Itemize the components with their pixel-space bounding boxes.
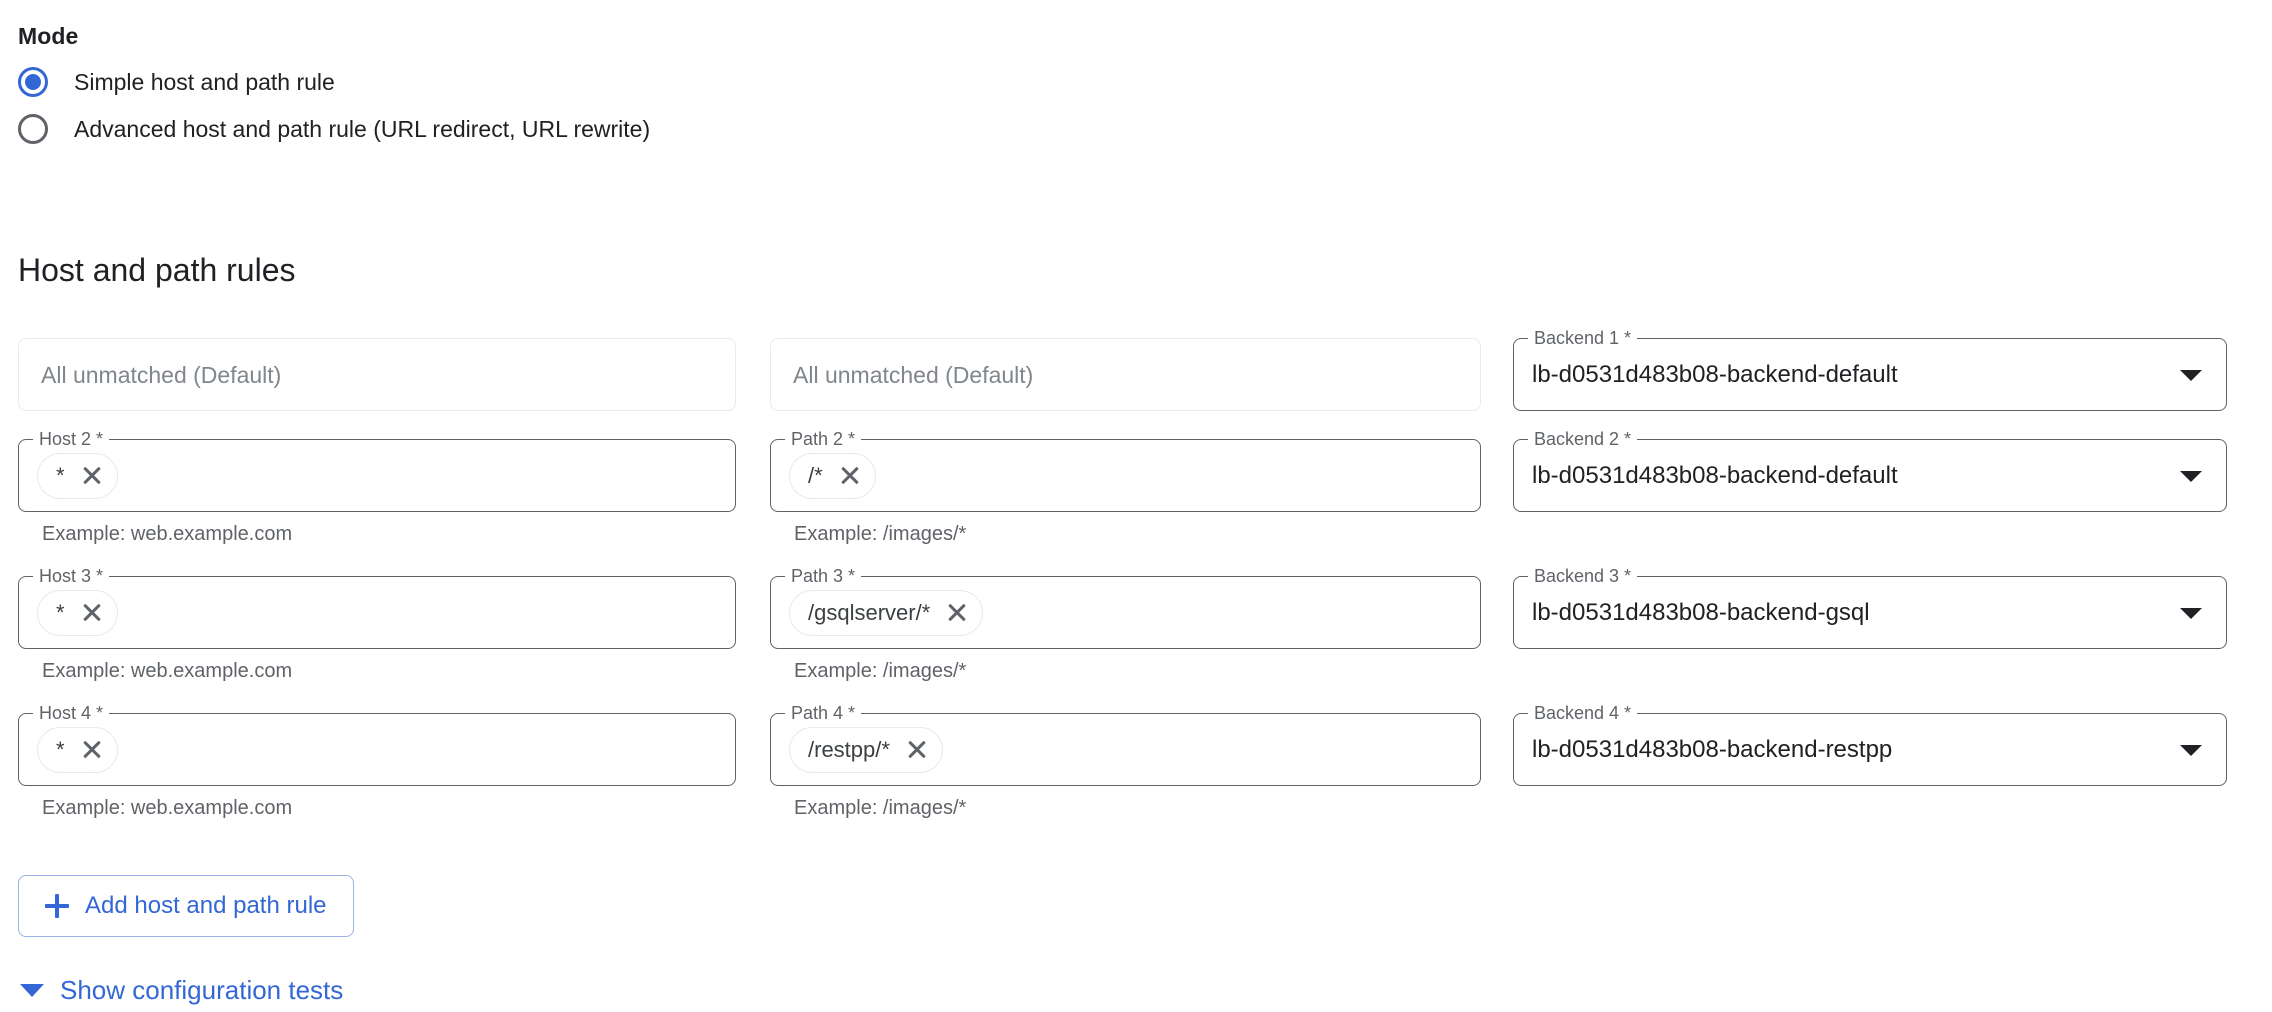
host-label-4: Host 4 * [33,702,110,724]
host-placeholder: All unmatched (Default) [41,361,282,388]
host-helper-2: Example: web.example.com [42,523,293,545]
rule-row: Host 4 * * Example: web.example.com Path… [0,702,2272,850]
radio-icon-advanced[interactable] [18,114,48,144]
radio-label-simple: Simple host and path rule [74,69,335,95]
backend-select-2[interactable]: Backend 2 * lb-d0531d483b08-backend-defa… [1513,428,2227,512]
page-title: Host and path rules [18,252,296,288]
chevron-down-icon [20,984,44,997]
host-label-2: Host 2 * [33,428,110,450]
host-chip-text: * [56,599,65,625]
path-input-4[interactable]: Path 4 * /restpp/* [770,702,1481,786]
path-chip-2[interactable]: /* [789,452,876,499]
backend-cell: Backend 3 * lb-d0531d483b08-backend-gsql [1513,565,2227,649]
rule-row: Host 3 * * Example: web.example.com Path… [0,565,2272,713]
path-helper-3: Example: /images/* [794,660,967,682]
host-cell: All unmatched (Default) [18,338,736,411]
path-cell: Path 4 * /restpp/* Example: /images/* [770,702,1481,820]
host-chip-text: * [56,736,65,762]
radio-icon-simple[interactable] [18,67,48,97]
rule-row: Host 2 * * Example: web.example.com Path… [0,428,2272,576]
path-input-3[interactable]: Path 3 * /gsqlserver/* [770,565,1481,649]
path-helper-4: Example: /images/* [794,797,967,819]
plus-icon [45,894,69,918]
host-cell: Host 2 * * Example: web.example.com [18,428,736,546]
backend-label-2: Backend 2 * [1528,428,1638,450]
radio-inner-dot [25,74,41,90]
host-chip-2[interactable]: * [37,452,118,499]
path-label-2: Path 2 * [785,428,862,450]
backend-value-3: lb-d0531d483b08-backend-gsql [1532,598,1870,626]
close-icon[interactable] [81,602,103,624]
close-icon[interactable] [906,739,928,761]
host-chip-3[interactable]: * [37,589,118,636]
host-cell: Host 4 * * Example: web.example.com [18,702,736,820]
radio-inner-dot [25,121,41,137]
show-configuration-tests-toggle[interactable]: Show configuration tests [20,975,343,1006]
backend-value-4: lb-d0531d483b08-backend-restpp [1532,735,1893,763]
backend-select-1[interactable]: Backend 1 * lb-d0531d483b08-backend-defa… [1513,327,2227,411]
close-icon[interactable] [946,602,968,624]
backend-select-4[interactable]: Backend 4 * lb-d0531d483b08-backend-rest… [1513,702,2227,786]
path-input-2[interactable]: Path 2 * /* [770,428,1481,512]
show-configuration-tests-label: Show configuration tests [60,975,344,1005]
radio-option-simple[interactable]: Simple host and path rule [18,67,650,97]
host-input-2[interactable]: Host 2 * * [18,428,736,512]
path-chip-text: /* [808,462,823,488]
chevron-down-icon[interactable] [2180,744,2202,756]
chevron-down-icon[interactable] [2180,369,2202,381]
backend-label-3: Backend 3 * [1528,565,1638,587]
rule-row: All unmatched (Default) All unmatched (D… [0,327,2272,439]
host-input-3[interactable]: Host 3 * * [18,565,736,649]
path-chip-text: /gsqlserver/* [808,599,931,625]
backend-cell: Backend 1 * lb-d0531d483b08-backend-defa… [1513,327,2227,411]
backend-label-4: Backend 4 * [1528,702,1638,724]
host-cell: Host 3 * * Example: web.example.com [18,565,736,683]
radio-label-advanced: Advanced host and path rule (URL redirec… [74,116,651,142]
backend-select-3[interactable]: Backend 3 * lb-d0531d483b08-backend-gsql [1513,565,2227,649]
path-helper-2: Example: /images/* [794,523,967,545]
add-host-and-path-rule-button[interactable]: Add host and path rule [18,875,354,937]
path-input-default[interactable]: All unmatched (Default) [770,338,1481,411]
backend-cell: Backend 4 * lb-d0531d483b08-backend-rest… [1513,702,2227,786]
add-host-and-path-rule-label: Add host and path rule [85,892,327,919]
backend-cell: Backend 2 * lb-d0531d483b08-backend-defa… [1513,428,2227,512]
path-label-4: Path 4 * [785,702,862,724]
path-cell: All unmatched (Default) [770,338,1481,411]
host-and-path-rules-grid: All unmatched (Default) All unmatched (D… [0,327,2272,850]
radio-option-advanced[interactable]: Advanced host and path rule (URL redirec… [18,114,650,144]
backend-value-2: lb-d0531d483b08-backend-default [1532,461,1898,489]
host-input-default[interactable]: All unmatched (Default) [18,338,736,411]
path-cell: Path 3 * /gsqlserver/* Example: /images/… [770,565,1481,683]
path-chip-text: /restpp/* [808,736,890,762]
path-cell: Path 2 * /* Example: /images/* [770,428,1481,546]
chevron-down-icon[interactable] [2180,470,2202,482]
host-input-4[interactable]: Host 4 * * [18,702,736,786]
close-icon[interactable] [81,465,103,487]
mode-title: Mode [18,23,79,49]
path-label-3: Path 3 * [785,565,862,587]
backend-value-1: lb-d0531d483b08-backend-default [1532,360,1898,388]
host-chip-text: * [56,462,65,488]
host-helper-4: Example: web.example.com [42,797,293,819]
host-chip-4[interactable]: * [37,726,118,773]
host-helper-3: Example: web.example.com [42,660,293,682]
path-placeholder: All unmatched (Default) [793,361,1034,388]
backend-label-1: Backend 1 * [1528,327,1638,349]
host-label-3: Host 3 * [33,565,110,587]
path-chip-3[interactable]: /gsqlserver/* [789,589,984,636]
close-icon[interactable] [839,465,861,487]
chevron-down-icon[interactable] [2180,607,2202,619]
close-icon[interactable] [81,739,103,761]
mode-section: Mode Simple host and path rule Advanced … [18,22,650,144]
path-chip-4[interactable]: /restpp/* [789,726,943,773]
